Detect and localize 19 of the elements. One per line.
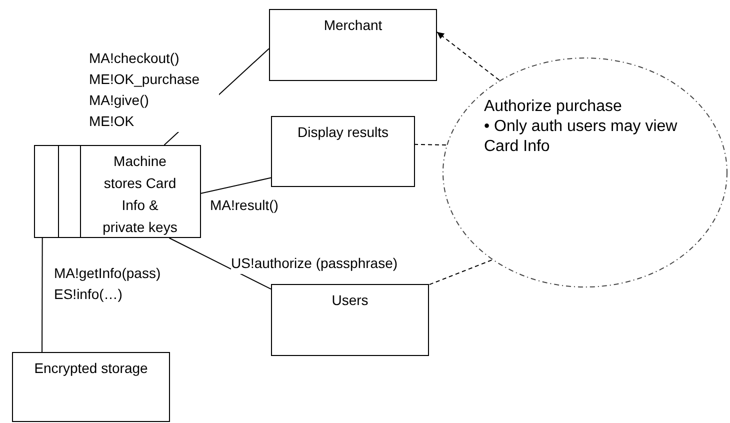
dash-dot-ellipse [442, 57, 728, 288]
box-label: Merchant [324, 16, 382, 35]
process-box [271, 284, 429, 356]
ellipse-note: • Only auth users may view Card Info [484, 117, 678, 157]
connector-line [168, 238, 272, 290]
ellipse-heading: Authorize purchase [484, 97, 623, 117]
dashed-connector [428, 260, 492, 286]
process-box [269, 9, 437, 81]
box-label: Machine stores Card Info & private keys [102, 152, 178, 237]
box-label: Encrypted storage [34, 359, 148, 378]
dashed-connector [436, 32, 500, 81]
process-box [34, 145, 201, 238]
box-label: Users [332, 291, 368, 310]
process-box [12, 352, 170, 422]
box-label: Display results [297, 123, 389, 142]
connector-line [200, 177, 272, 194]
dashed-connector [414, 144, 446, 146]
connector-line [42, 238, 43, 352]
process-box [271, 116, 415, 187]
